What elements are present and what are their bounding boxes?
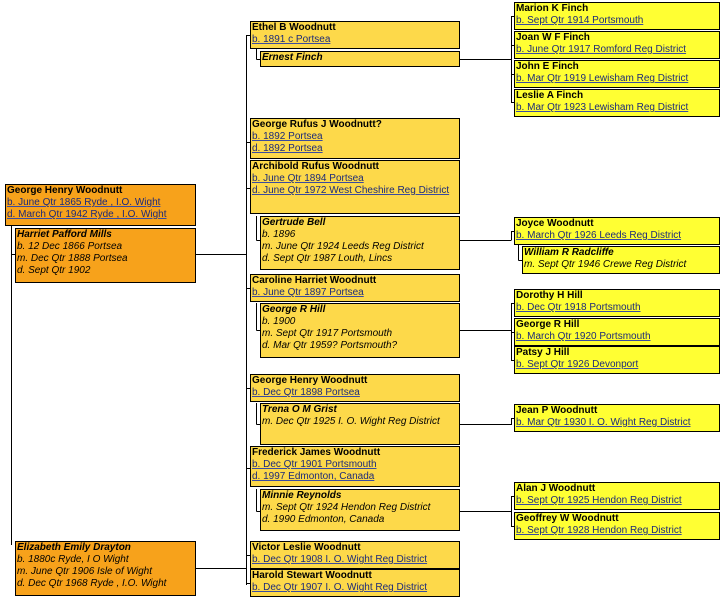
- person-birth: b. Sept Qtr 1925 Hendon Reg District: [516, 495, 682, 506]
- person-marriage: m. Dec Qtr 1925 I. O. Wight Reg District: [262, 416, 440, 427]
- person-name: Joyce Woodnutt: [516, 218, 594, 229]
- person-box-spouse-elizabeth[interactable]: Elizabeth Emily Drayton b. 1880c Ryde, I…: [15, 541, 196, 596]
- person-marriage: m. Dec Qtr 1888 Portsea: [17, 253, 128, 264]
- person-name: Victor Leslie Woodnutt: [252, 542, 361, 553]
- person-birth: b. Sept Qtr 1928 Hendon Reg District: [516, 525, 682, 536]
- person-birth: b. Mar Qtr 1923 Lewisham Reg District: [516, 102, 689, 113]
- person-name: Ethel B Woodnutt: [252, 22, 336, 33]
- person-death: d. 1997 Edmonton, Canada: [252, 471, 375, 482]
- person-marriage: m. Sept Qtr 1946 Crewe Reg District: [524, 259, 687, 270]
- person-box-ethel[interactable]: Ethel B Woodnutt b. 1891 c Portsea: [250, 21, 460, 49]
- person-box-harold[interactable]: Harold Stewart Woodnutt b. Dec Qtr 1907 …: [250, 569, 460, 597]
- person-birth: b. Dec Qtr 1908 I. O. Wight Reg District: [252, 554, 428, 565]
- person-box-alan[interactable]: Alan J Woodnutt b. Sept Qtr 1925 Hendon …: [514, 482, 720, 510]
- person-death: d. 1892 Portsea: [252, 143, 323, 154]
- person-birth: b. 1900: [262, 316, 296, 327]
- person-birth: b. March Qtr 1926 Leeds Reg District: [516, 230, 682, 241]
- person-box-archibold[interactable]: Archibold Rufus Woodnutt b. June Qtr 189…: [250, 160, 460, 214]
- person-box-george-r-hill[interactable]: George R Hill b. 1900 m. Sept Qtr 1917 P…: [260, 303, 460, 358]
- person-birth: b. Dec Qtr 1907 I. O. Wight Reg District: [252, 582, 428, 593]
- person-box-marion[interactable]: Marion K Finch b. Sept Qtr 1914 Portsmou…: [514, 2, 720, 30]
- person-box-ernest[interactable]: Ernest Finch: [260, 51, 460, 67]
- person-birth: b. 1891 c Portsea: [252, 34, 331, 45]
- person-box-leslie[interactable]: Leslie A Finch b. Mar Qtr 1923 Lewisham …: [514, 89, 720, 117]
- person-name: Patsy J Hill: [516, 347, 570, 358]
- person-death: d. Mar Qtr 1959? Portsmouth?: [262, 340, 398, 351]
- person-name: Ernest Finch: [262, 52, 323, 63]
- person-box-trena[interactable]: Trena O M Grist m. Dec Qtr 1925 I. O. Wi…: [260, 403, 460, 445]
- person-birth: b. June Qtr 1865 Ryde , I.O. Wight: [7, 197, 161, 208]
- person-name: Joan W F Finch: [516, 32, 590, 43]
- person-name: George Henry Woodnutt: [252, 375, 368, 386]
- person-birth: b. 1896: [262, 229, 296, 240]
- person-box-george-rufus[interactable]: George Rufus J Woodnutt? b. 1892 Portsea…: [250, 118, 460, 159]
- person-name: Gertrude Bell: [262, 217, 326, 228]
- person-birth: b. June Qtr 1894 Portsea: [252, 173, 364, 184]
- person-name: Elizabeth Emily Drayton: [17, 542, 131, 553]
- person-name: George Rufus J Woodnutt?: [252, 119, 382, 130]
- person-box-caroline[interactable]: Caroline Harriet Woodnutt b. June Qtr 18…: [250, 274, 460, 302]
- person-death: d. June Qtr 1972 West Cheshire Reg Distr…: [252, 185, 450, 196]
- person-birth: b. June Qtr 1897 Portsea: [252, 287, 364, 298]
- person-birth: b. Dec Qtr 1898 Portsea: [252, 387, 360, 398]
- person-birth: b. 1880c Ryde, I O Wight: [17, 554, 129, 565]
- person-box-frederick[interactable]: Frederick James Woodnutt b. Dec Qtr 1901…: [250, 446, 460, 487]
- person-name: Dorothy H Hill: [516, 290, 583, 301]
- person-birth: b. 1892 Portsea: [252, 131, 323, 142]
- person-name: Frederick James Woodnutt: [252, 447, 381, 458]
- person-box-victor[interactable]: Victor Leslie Woodnutt b. Dec Qtr 1908 I…: [250, 541, 460, 569]
- person-name: Marion K Finch: [516, 3, 589, 14]
- person-box-root[interactable]: George Henry Woodnutt b. June Qtr 1865 R…: [5, 184, 196, 226]
- person-name: Trena O M Grist: [262, 404, 337, 415]
- person-name: Alan J Woodnutt: [516, 483, 596, 494]
- person-name: Minnie Reynolds: [262, 490, 342, 501]
- person-name: William R Radcliffe: [524, 247, 614, 258]
- person-marriage: m. Sept Qtr 1917 Portsmouth: [262, 328, 393, 339]
- person-marriage: m. June Qtr 1906 Isle of Wight: [17, 566, 152, 577]
- person-name: Jean P Woodnutt: [516, 405, 598, 416]
- person-name: George Henry Woodnutt: [7, 185, 123, 196]
- person-name: Leslie A Finch: [516, 90, 584, 101]
- person-box-minnie[interactable]: Minnie Reynolds m. Sept Qtr 1924 Hendon …: [260, 489, 460, 531]
- person-box-william[interactable]: William R Radcliffe m. Sept Qtr 1946 Cre…: [522, 246, 720, 274]
- person-marriage: m. Sept Qtr 1924 Hendon Reg District: [262, 502, 431, 513]
- person-birth: b. Dec Qtr 1901 Portsmouth: [252, 459, 377, 470]
- person-box-jean[interactable]: Jean P Woodnutt b. Mar Qtr 1930 I. O. Wi…: [514, 404, 720, 432]
- person-death: d. 1990 Edmonton, Canada: [262, 514, 385, 525]
- person-marriage: m. June Qtr 1924 Leeds Reg District: [262, 241, 424, 252]
- person-birth: b. 12 Dec 1866 Portsea: [17, 241, 123, 252]
- person-death: d. March Qtr 1942 Ryde , I.O. Wight: [7, 209, 167, 220]
- person-birth: b. Mar Qtr 1919 Lewisham Reg District: [516, 73, 689, 84]
- person-name: Caroline Harriet Woodnutt: [252, 275, 377, 286]
- person-birth: b. Sept Qtr 1926 Devonport: [516, 359, 639, 370]
- person-box-geoffrey[interactable]: Geoffrey W Woodnutt b. Sept Qtr 1928 Hen…: [514, 512, 720, 540]
- person-box-george-henry-jr[interactable]: George Henry Woodnutt b. Dec Qtr 1898 Po…: [250, 374, 460, 402]
- person-name: George R Hill: [516, 319, 580, 330]
- person-name: Harold Stewart Woodnutt: [252, 570, 372, 581]
- person-name: George R Hill: [262, 304, 326, 315]
- person-name: John E Finch: [516, 61, 579, 72]
- person-box-john[interactable]: John E Finch b. Mar Qtr 1919 Lewisham Re…: [514, 60, 720, 88]
- person-death: d. Sept Qtr 1902: [17, 265, 91, 276]
- person-name: Geoffrey W Woodnutt: [516, 513, 619, 524]
- person-birth: b. Mar Qtr 1930 I. O. Wight Reg District: [516, 417, 691, 428]
- person-box-gertrude[interactable]: Gertrude Bell b. 1896 m. June Qtr 1924 L…: [260, 216, 460, 270]
- person-name: Harriet Pafford Mills: [17, 229, 112, 240]
- person-box-patsy[interactable]: Patsy J Hill b. Sept Qtr 1926 Devonport: [514, 346, 720, 374]
- person-death: d. Dec Qtr 1968 Ryde , I.O. Wight: [17, 578, 167, 589]
- person-name: Archibold Rufus Woodnutt: [252, 161, 380, 172]
- person-birth: b. March Qtr 1920 Portsmouth: [516, 331, 651, 342]
- person-death: d. Sept Qtr 1987 Louth, Lincs: [262, 253, 393, 264]
- person-box-dorothy[interactable]: Dorothy H Hill b. Dec Qtr 1918 Portsmout…: [514, 289, 720, 317]
- person-birth: b. Sept Qtr 1914 Portsmouth: [516, 15, 644, 26]
- person-box-joyce[interactable]: Joyce Woodnutt b. March Qtr 1926 Leeds R…: [514, 217, 720, 245]
- person-box-george-r-hill-jr[interactable]: George R Hill b. March Qtr 1920 Portsmou…: [514, 318, 720, 346]
- person-box-joan[interactable]: Joan W F Finch b. June Qtr 1917 Romford …: [514, 31, 720, 59]
- person-box-spouse-harriet[interactable]: Harriet Pafford Mills b. 12 Dec 1866 Por…: [15, 228, 196, 283]
- person-birth: b. Dec Qtr 1918 Portsmouth: [516, 302, 641, 313]
- person-birth: b. June Qtr 1917 Romford Reg District: [516, 44, 687, 55]
